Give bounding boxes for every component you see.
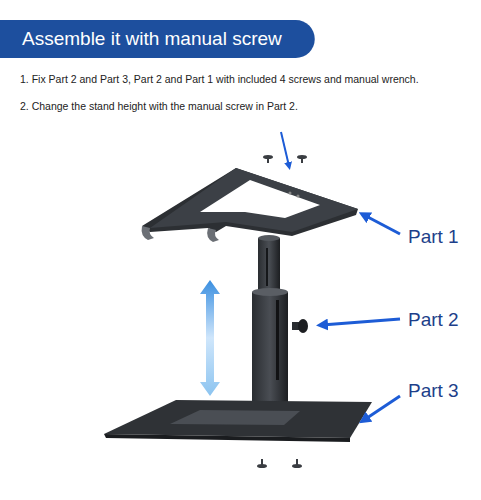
part-arrow: [364, 215, 400, 234]
title-banner: [0, 20, 315, 58]
insert-arrow: [281, 132, 289, 166]
part-label: Part 2: [408, 309, 459, 331]
bottom-screws: [257, 459, 302, 468]
base-plate: [104, 400, 372, 442]
top-screws: [263, 155, 307, 163]
title: Assemble it with manual screw: [22, 20, 282, 58]
part-arrow: [364, 396, 400, 420]
column: [252, 235, 308, 408]
part-label: Part 3: [408, 380, 459, 402]
instruction: 2. Change the stand height with the manu…: [20, 99, 475, 113]
height-arrow: [200, 280, 220, 396]
part-label: Part 1: [408, 226, 459, 248]
instruction: 1. Fix Part 2 and Part 3, Part 2 and Par…: [20, 72, 475, 86]
part-arrow: [322, 319, 400, 325]
top-plate: [142, 168, 358, 242]
